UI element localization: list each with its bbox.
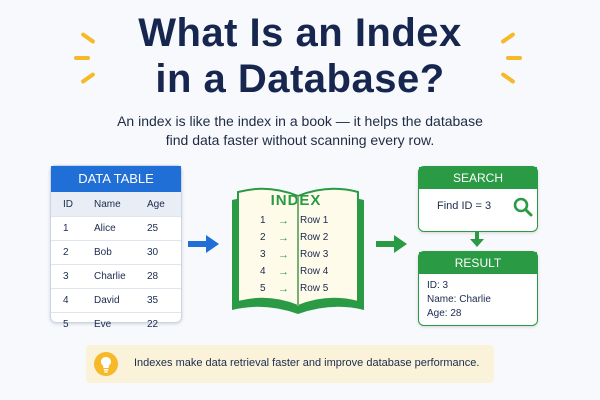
index-row-ref: Row 5 <box>300 283 329 294</box>
subtitle: An index is like the index in a book — i… <box>60 112 540 150</box>
search-header: SEARCH <box>419 167 537 189</box>
index-number: 5 <box>260 283 266 294</box>
search-query: Find ID = 3 <box>437 200 492 212</box>
tip-banner: Indexes make data retrieval faster and i… <box>86 345 494 383</box>
index-title: INDEX <box>270 192 322 209</box>
arrow-icon: → <box>278 232 289 244</box>
cell-id: 1 <box>51 216 88 241</box>
arrow-icon: → <box>278 283 289 295</box>
cell-age: 22 <box>141 312 181 336</box>
index-entry: 3 → Row 3 <box>260 247 350 263</box>
cell-id: 4 <box>51 288 88 313</box>
title-line-1: What Is an Index <box>138 11 462 55</box>
table-row: 3 Charlie 28 <box>51 264 181 289</box>
cell-name: Charlie <box>88 264 141 289</box>
table-row: 2 Bob 30 <box>51 240 181 265</box>
cell-age: 35 <box>141 288 181 313</box>
subtitle-line-2: find data faster without scanning every … <box>165 132 435 148</box>
result-name: Name: Charlie <box>427 294 491 305</box>
arrow-icon: → <box>278 215 289 227</box>
arrow-down-icon <box>470 231 484 247</box>
arrow-right-icon <box>376 235 407 253</box>
result-id: ID: 3 <box>427 280 449 291</box>
result-header: RESULT <box>419 252 537 274</box>
arrow-right-icon <box>188 235 219 253</box>
tip-text: Indexes make data retrieval faster and i… <box>134 357 480 369</box>
table-row: 5 Eve 22 <box>51 312 181 336</box>
data-table: ID Name Age 1 Alice 25 2 Bob 30 3 Charli… <box>51 192 181 336</box>
arrow-icon: → <box>278 266 289 278</box>
cell-name: Alice <box>88 216 141 241</box>
table-row: 1 Alice 25 <box>51 216 181 241</box>
table-header-row: ID Name Age <box>51 192 181 217</box>
cell-age: 28 <box>141 264 181 289</box>
cell-id: 5 <box>51 312 88 336</box>
column-header-age: Age <box>141 192 181 217</box>
arrow-icon: → <box>278 249 289 261</box>
page-title: What Is an Index in a Database? <box>0 10 600 102</box>
index-number: 3 <box>260 249 266 260</box>
result-age: Age: 28 <box>427 308 462 319</box>
data-table-card: DATA TABLE ID Name Age 1 Alice 25 2 Bob … <box>50 165 182 336</box>
index-number: 4 <box>260 266 266 277</box>
index-number: 2 <box>260 232 266 243</box>
index-row-ref: Row 1 <box>300 215 329 226</box>
index-row-ref: Row 4 <box>300 266 329 277</box>
cell-id: 2 <box>51 240 88 265</box>
table-row: 4 David 35 <box>51 288 181 313</box>
search-card: SEARCH Find ID = 3 <box>418 166 538 232</box>
title-line-2: in a Database? <box>155 57 445 101</box>
index-entry: 4 → Row 4 <box>260 264 350 280</box>
column-header-name: Name <box>88 192 141 217</box>
data-table-header: DATA TABLE <box>51 166 181 192</box>
cell-name: Eve <box>88 312 141 336</box>
result-card: RESULT ID: 3 Name: Charlie Age: 28 <box>418 251 538 326</box>
cell-id: 3 <box>51 264 88 289</box>
index-number: 1 <box>260 215 266 226</box>
cell-age: 25 <box>141 216 181 241</box>
search-icon <box>513 197 533 217</box>
index-entry: 1 → Row 1 <box>260 213 350 229</box>
index-entry: 2 → Row 2 <box>260 230 350 246</box>
subtitle-line-1: An index is like the index in a book — i… <box>117 113 483 129</box>
column-header-id: ID <box>51 192 88 217</box>
cell-name: David <box>88 288 141 313</box>
cell-age: 30 <box>141 240 181 265</box>
open-book-icon <box>232 187 364 314</box>
index-row-ref: Row 2 <box>300 232 329 243</box>
cell-name: Bob <box>88 240 141 265</box>
lightbulb-icon <box>94 352 118 376</box>
index-entry: 5 → Row 5 <box>260 281 350 297</box>
index-row-ref: Row 3 <box>300 249 329 260</box>
